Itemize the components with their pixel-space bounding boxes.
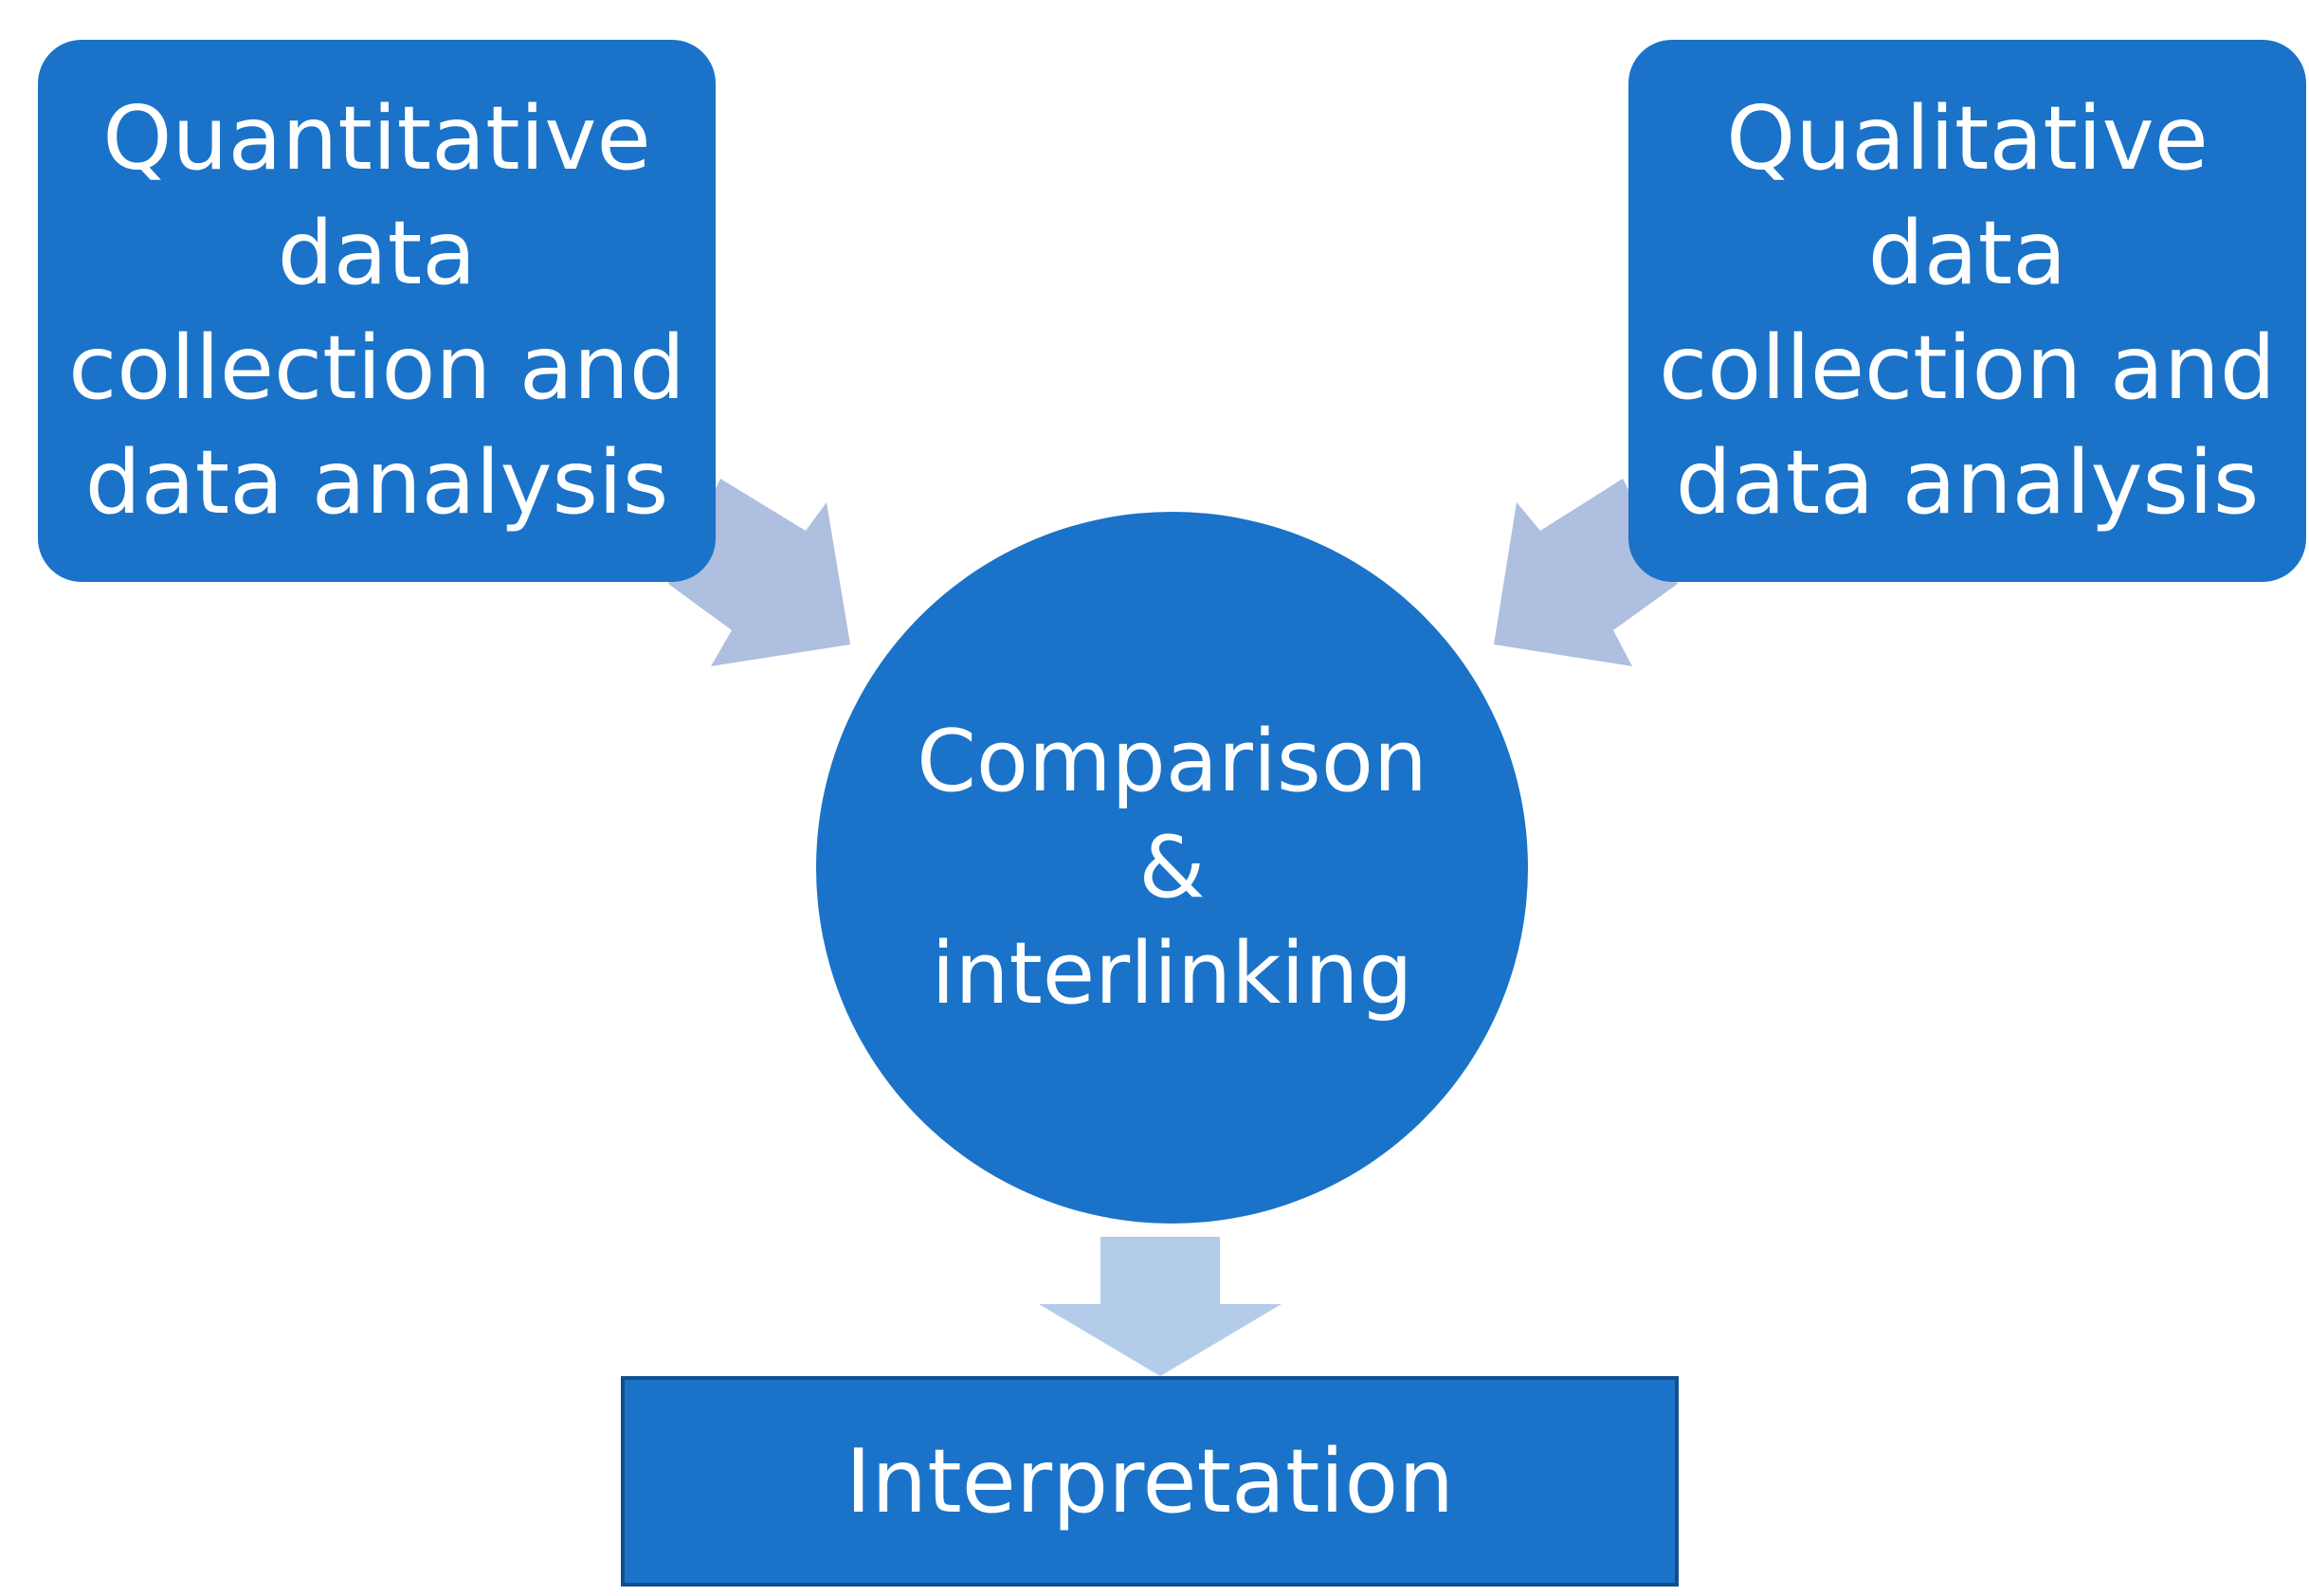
qualitative-label-line-3: collection and [1659,317,2276,419]
qualitative-analysis-box: Qualitative data collection and data ana… [1628,40,2306,582]
comparison-label-line-3: interlinking [931,923,1413,1024]
quantitative-label-line-1: Quantitative [102,87,651,190]
arrow-comparison-to-interpretation [1039,1237,1282,1376]
qualitative-label-line-1: Qualitative [1726,87,2209,190]
qualitative-label-line-4: data analysis [1675,431,2260,534]
quantitative-label-line-3: collection and [68,317,685,419]
comparison-interlinking-circle: Comparison & interlinking [816,512,1528,1224]
quantitative-label-line-4: data analysis [84,431,669,534]
comparison-label-line-1: Comparison [917,711,1427,811]
quantitative-label-line-2: data [277,202,477,304]
interpretation-label: Interpretation [845,1430,1455,1533]
comparison-label-line-2: & [1138,817,1206,917]
interpretation-box: Interpretation [621,1376,1679,1587]
quantitative-analysis-box: Quantitative data collection and data an… [38,40,716,582]
qualitative-label-line-2: data [1867,202,2067,304]
